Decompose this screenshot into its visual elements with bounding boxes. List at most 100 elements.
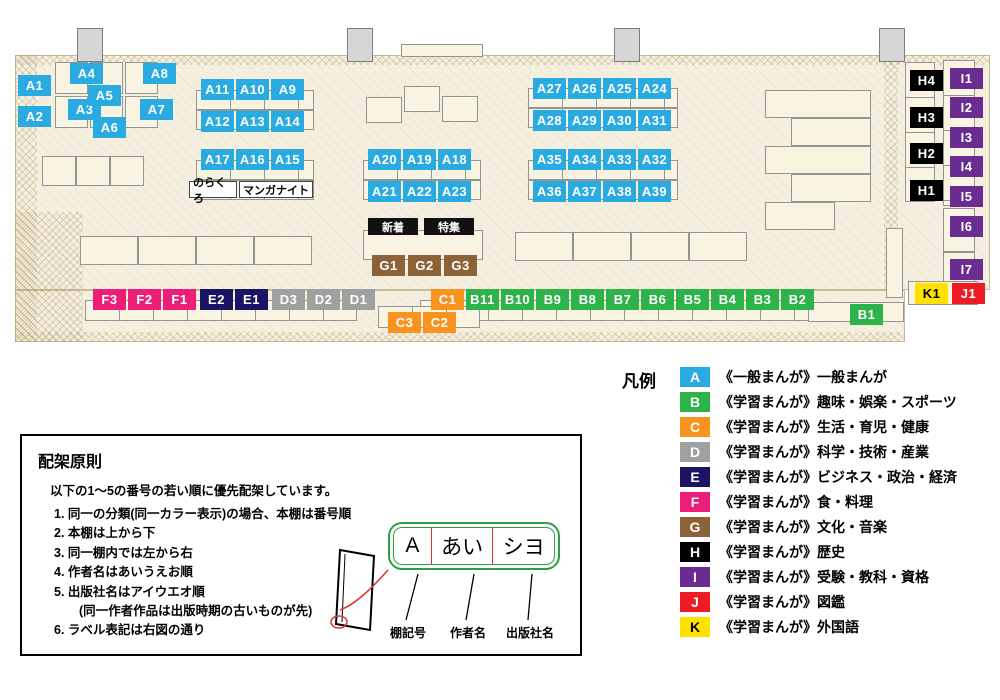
legend-badge-K: K [680,616,710,637]
shelf-unit [765,90,871,118]
shelf-badge-I7: I7 [950,259,983,280]
legend-row-G: G《学習まんが》文化・音楽 [680,516,957,537]
shelf-badge-A23: A23 [438,181,471,202]
shelf-badge-A5: A5 [88,85,121,106]
principle-item-3: 3. 同一棚内では左から右 [54,545,193,560]
shelf-badge-H4: H4 [910,70,943,91]
book-spine-icon [330,548,376,632]
shelf-badge-A20: A20 [368,149,401,170]
shelf-badge-H2: H2 [910,143,943,164]
shelf-unit [689,232,747,261]
shelf-badge-A28: A28 [533,110,566,131]
legend-label-K: 《学習まんが》外国語 [719,618,859,635]
shelf-badge-A36: A36 [533,181,566,202]
shelf-badge-B3: B3 [746,289,779,310]
shelving-principles-panel: 配架原則 以下の1〜5の番号の若い順に優先配架しています。 1. 同一の分類(同… [20,434,582,656]
shelf-badge-G1: G1 [372,255,405,276]
floor-label-2: 新着 [368,218,418,235]
shelf-badge-B5: B5 [676,289,709,310]
shelf-badge-I6: I6 [950,216,983,237]
shelf-badge-H1: H1 [910,180,943,201]
legend-badge-C: C [680,416,710,437]
shelf-badge-E2: E2 [200,289,233,310]
shelf-badge-C1: C1 [431,289,464,310]
shelf-badge-B11: B11 [466,289,499,310]
legend-label-D: 《学習まんが》科学・技術・産業 [719,443,929,460]
shelf-badge-B10: B10 [501,289,534,310]
shelf-badge-B2: B2 [781,289,814,310]
shelf-badge-B1: B1 [850,304,883,325]
shelf-badge-A22: A22 [403,181,436,202]
wall-pillar [347,28,373,62]
shelf-unit [791,118,871,146]
shelf-badge-B8: B8 [571,289,604,310]
shelf-unit [765,202,835,230]
shelf-unit [791,174,871,202]
legend-row-F: F《学習まんが》食・料理 [680,491,957,512]
shelf-badge-A33: A33 [603,149,636,170]
legend-badge-A: A [680,366,710,387]
shelf-badge-F2: F2 [128,289,161,310]
legend-title: 凡例 [622,372,656,391]
legend-label-B: 《学習まんが》趣味・娯楽・スポーツ [719,393,957,410]
shelf-badge-A16: A16 [236,149,269,170]
shelf-unit [110,156,144,186]
shelf-badge-I5: I5 [950,186,983,207]
principle-item-5: 5. 出版社名はアイウエオ順 [54,584,205,599]
floor-label-1: マンガナイト [239,181,313,198]
wall-pillar [879,28,905,62]
shelf-badge-I4: I4 [950,156,983,177]
legend-label-J: 《学習まんが》図鑑 [719,593,845,610]
shelf-badge-I1: I1 [950,68,983,89]
legend-badge-F: F [680,491,710,512]
shelf-badge-A10: A10 [236,79,269,100]
principle-item-1: 1. 同一の分類(同一カラー表示)の場合、本棚は番号順 [54,507,352,521]
legend-label-A: 《一般まんが》一般まんが [719,368,887,385]
legend-label-G: 《学習まんが》文化・音楽 [719,518,887,535]
shelf-badge-A17: A17 [201,149,234,170]
shelf-badge-C2: C2 [423,312,456,333]
principle-item-4: 4. 作者名はあいうえお順 [54,565,193,580]
legend-row-J: J《学習まんが》図鑑 [680,591,957,612]
shelf-badge-I2: I2 [950,97,983,118]
shelf-badge-A6: A6 [93,117,126,138]
spine-caption-2: 作者名 [450,626,487,640]
legend-row-B: B《学習まんが》趣味・娯楽・スポーツ [680,391,957,412]
shelf-badge-A31: A31 [638,110,671,131]
principles-intro: 以下の1〜5の番号の若い順に優先配架しています。 [50,484,338,498]
shelf-badge-A15: A15 [271,149,304,170]
shelf-badge-K1: K1 [915,283,948,304]
shelf-badge-A4: A4 [70,63,103,84]
shelf-badge-D3: D3 [272,289,305,310]
legend-badge-I: I [680,566,710,587]
legend-label-H: 《学習まんが》歴史 [719,543,845,560]
legend-row-I: I《学習まんが》受験・教科・資格 [680,566,957,587]
shelf-badge-A11: A11 [201,79,234,100]
shelf-badge-A1: A1 [18,75,51,96]
shelf-badge-A12: A12 [201,111,234,132]
legend-row-K: K 《学習まんが》外国語 [680,616,957,637]
shelf-badge-G3: G3 [444,255,477,276]
shelf-badge-B6: B6 [641,289,674,310]
shelf-badge-A38: A38 [603,181,636,202]
shelf-unit [80,236,138,265]
legend-row-C: C《学習まんが》生活・育児・健康 [680,416,957,437]
legend-badge-E: E [680,466,710,487]
shelf-badge-F1: F1 [163,289,196,310]
shelf-badge-A21: A21 [368,181,401,202]
shelf-unit [401,44,483,57]
shelf-badge-A30: A30 [603,110,636,131]
shelf-badge-I3: I3 [950,127,983,148]
shelf-unit [886,228,903,298]
shelf-badge-D2: D2 [307,289,340,310]
spine-segment-3: シヨ [502,536,545,559]
shelf-badge-A35: A35 [533,149,566,170]
shelf-unit [42,156,76,186]
shelf-badge-A37: A37 [568,181,601,202]
shelf-badge-A24: A24 [638,78,671,99]
legend-row-D: D《学習まんが》科学・技術・産業 [680,441,957,462]
